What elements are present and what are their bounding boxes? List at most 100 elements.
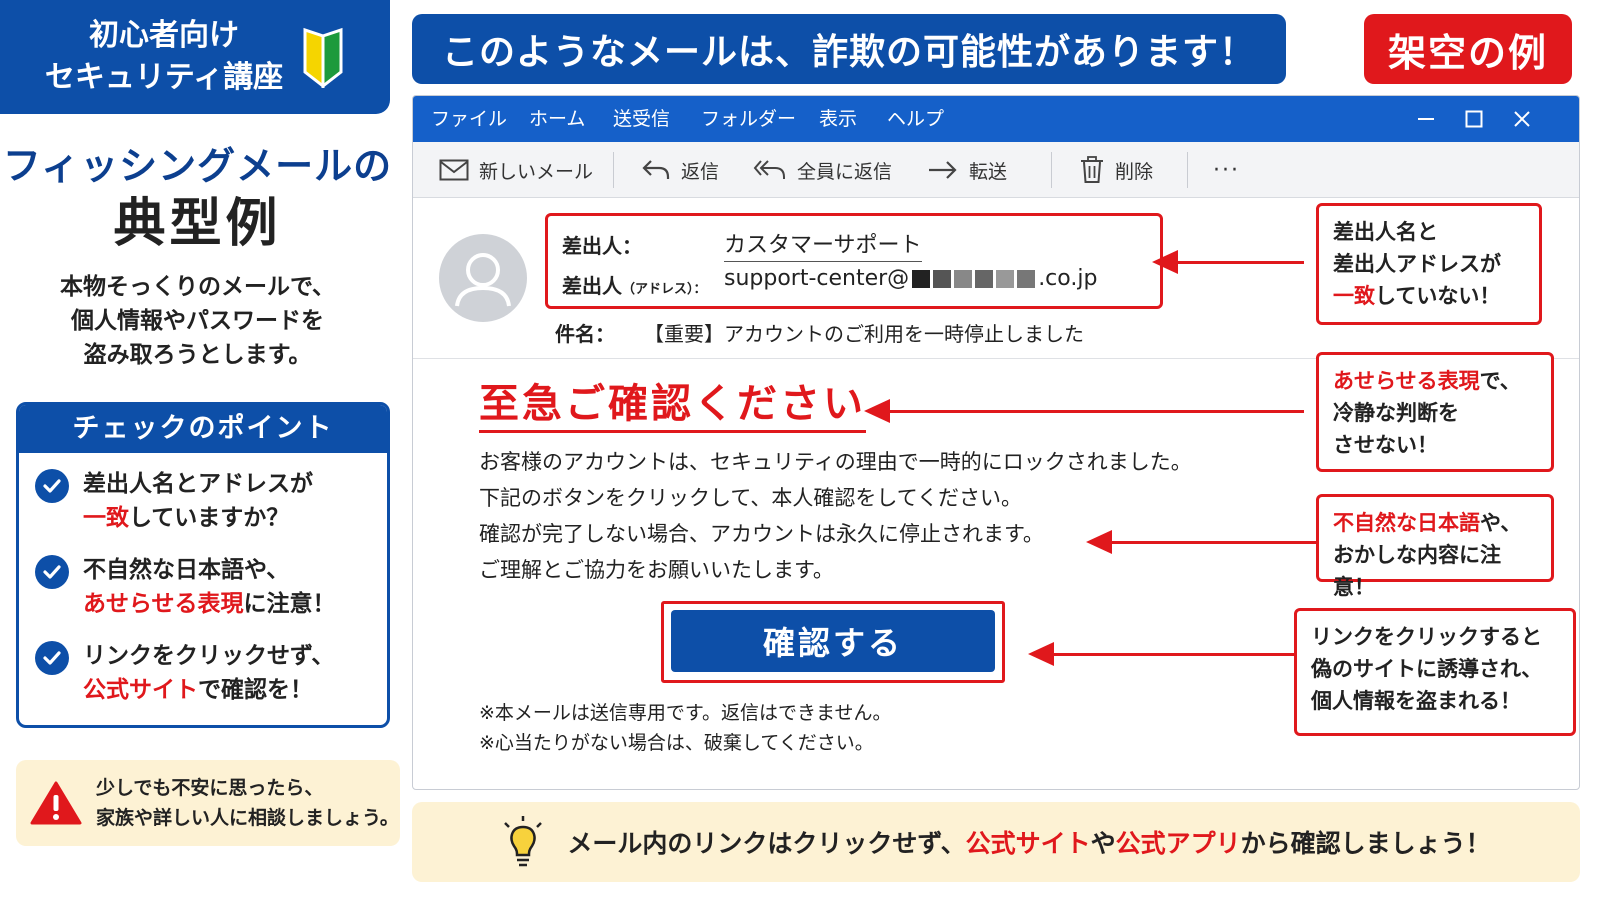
checkpoint-text: していますか？: [129, 505, 290, 531]
reply-icon: [642, 160, 670, 179]
maximize-icon[interactable]: [1457, 102, 1491, 136]
user-avatar-icon: [455, 253, 511, 307]
checkpoint-text: 差出人名とアドレスが: [83, 471, 313, 497]
checkpoint-text: に注意！: [243, 591, 336, 617]
menu-bar: ファイル ホーム 送受信 フォルダー 表示 ヘルプ: [413, 96, 1579, 142]
callout-text: 偽のサイトに誘導され、: [1311, 657, 1543, 681]
delete-button[interactable]: 削除: [1079, 142, 1153, 198]
toolbar-divider: [1051, 152, 1052, 188]
sender-name: カスタマーサポート: [724, 227, 922, 262]
intro-line: 個人情報やパスワードを: [71, 308, 324, 334]
checkpoint-item: 不自然な日本語や、 あせらせる表現に注意！: [35, 553, 336, 621]
bottom-tip-text-mid: や: [1090, 829, 1116, 858]
callout-text: で、: [1479, 369, 1521, 393]
safety-tip: 少しでも不安に思ったら、 家族や詳しい人に相談しましょう。: [16, 760, 400, 846]
bottom-tip: メール内のリンクはクリックせず、公式サイトや公式アプリから確認しましょう！: [412, 802, 1580, 882]
delete-label: 削除: [1115, 160, 1154, 183]
arrow-language-head: [1086, 530, 1112, 554]
callout-fake-link: リンクをクリックすると 偽のサイトに誘導され、 個人情報を盗まれる！: [1294, 608, 1576, 736]
bottom-tip-text: メール内のリンクはクリックせず、公式サイトや公式アプリから確認しましょう！: [567, 824, 1490, 860]
callout-text: 個人情報を盗まれる！: [1311, 689, 1521, 713]
forward-button[interactable]: 転送: [927, 142, 1007, 198]
check-circle-icon: [35, 555, 69, 589]
toolbar-divider: [613, 152, 614, 188]
callout-text: リンクをクリックすると: [1311, 625, 1542, 649]
new-mail-button[interactable]: 新しいメール: [439, 142, 593, 198]
page-title: フィッシングメールの 典型例: [0, 140, 395, 256]
redacted-domain: [912, 269, 1036, 288]
checkpoint-item: 差出人名とアドレスが 一致していますか？: [35, 467, 313, 535]
menu-item-folder[interactable]: フォルダー: [701, 108, 797, 130]
checkpoints-panel: チェックのポイント 差出人名とアドレスが 一致していますか？ 不自然な日本語や、…: [16, 402, 390, 728]
more-options-button[interactable]: ···: [1213, 142, 1240, 198]
note-line: ※心当たりがない場合は、破棄してください。: [479, 732, 874, 754]
intro-line: 盗み取ろうとします。: [83, 342, 312, 368]
arrow-sender: [1172, 261, 1304, 264]
callout-sender-mismatch: 差出人名と 差出人アドレスが 一致していない！: [1316, 203, 1542, 325]
forward-arrow-icon: [929, 161, 957, 179]
callout-highlight: 不自然な日本語: [1333, 511, 1480, 535]
reply-label: 返信: [681, 160, 720, 183]
sender-highlight-box: 差出人： カスタマーサポート 差出人（アドレス）： support-center…: [545, 213, 1163, 309]
address-label: 差出人（アドレス）：: [562, 274, 707, 298]
trash-icon: [1081, 156, 1103, 183]
course-badge-line1: 初心者向け: [88, 18, 239, 53]
menu-item-send-receive[interactable]: 送受信: [613, 108, 671, 130]
callout-text: していない！: [1375, 284, 1501, 308]
beginner-mark-icon: [303, 27, 343, 88]
body-line: ご理解とご協力をお願いいたします。: [479, 558, 834, 582]
safety-tip-line1: 少しでも不安に思ったら、: [96, 777, 324, 799]
arrow-link-head: [1028, 642, 1054, 666]
reply-all-label: 全員に返信: [797, 160, 893, 183]
subject-label: 件名：: [555, 322, 615, 346]
callout-text: 冷静な判断を: [1333, 401, 1459, 425]
toolbar: 新しいメール 返信 全員に返信 転送 削除 ···: [413, 142, 1579, 198]
arrow-urgency-head: [864, 399, 890, 423]
reply-button[interactable]: 返信: [641, 142, 719, 198]
menu-item-view[interactable]: 表示: [819, 108, 858, 130]
avatar: [439, 234, 527, 322]
callout-text: 差出人名と: [1333, 220, 1438, 244]
warning-banner: このようなメールは、詐欺の可能性があります！: [412, 14, 1286, 84]
toolbar-divider: [1187, 152, 1188, 188]
callout-text: や、: [1480, 511, 1522, 535]
lightbulb-icon: [504, 816, 543, 867]
arrow-sender-head: [1152, 250, 1178, 274]
bottom-tip-text-pre: メール内のリンクはクリックせず、: [567, 829, 966, 858]
minimize-icon[interactable]: [1409, 102, 1443, 136]
callout-urgency: あせらせる表現で、 冷静な判断を させない！: [1316, 352, 1554, 472]
checkpoint-highlight: 公式サイト: [83, 677, 198, 703]
checkpoint-highlight: 一致: [83, 505, 129, 531]
callout-unnatural-language: 不自然な日本語や、 おかしな内容に注意！: [1316, 494, 1554, 599]
course-badge-line2: セキュリティ講座: [44, 60, 284, 95]
menu-item-home[interactable]: ホーム: [529, 108, 586, 130]
check-circle-icon: [35, 641, 69, 675]
checkpoint-text: リンクをクリックせず、: [83, 643, 335, 669]
page-title-line2: 典型例: [113, 194, 282, 254]
bottom-tip-text-post: から確認しましょう！: [1240, 829, 1491, 858]
callout-text: おかしな内容に注意！: [1333, 543, 1501, 599]
safety-tip-line2: 家族や詳しい人に相談しましょう。: [96, 807, 399, 829]
close-icon[interactable]: [1505, 102, 1539, 136]
checkpoint-highlight: あせらせる表現: [83, 591, 244, 617]
note-line: ※本メールは送信専用です。返信はできません。: [479, 702, 892, 724]
arrow-urgency: [884, 410, 1304, 413]
menu-item-help[interactable]: ヘルプ: [887, 108, 945, 130]
callout-text: させない！: [1333, 433, 1438, 457]
sender-label: 差出人：: [562, 234, 642, 258]
reply-all-button[interactable]: 全員に返信: [753, 142, 892, 198]
urgent-title: 至急ご確認ください: [479, 378, 866, 433]
checkpoint-item: リンクをクリックせず、 公式サイトで確認を！: [35, 639, 334, 707]
forward-label: 転送: [969, 160, 1008, 183]
bottom-tip-highlight: 公式サイト: [965, 829, 1091, 858]
subject-row: 件名： 【重要】アカウントのご利用を一時停止しました: [555, 318, 1084, 347]
confirm-button[interactable]: 確認する: [671, 610, 995, 672]
subject-text: 【重要】アカウントのご利用を一時停止しました: [643, 322, 1084, 346]
sender-address: support-center@ .co.jp: [724, 266, 1097, 291]
checkpoint-text: で確認を！: [198, 677, 313, 703]
header-divider: [413, 358, 1579, 359]
page-title-line1: フィッシングメールの: [2, 144, 393, 188]
body-line: 確認が完了しない場合、アカウントは永久に停止されます。: [479, 522, 1044, 546]
menu-item-file[interactable]: ファイル: [431, 108, 508, 130]
check-circle-icon: [35, 469, 69, 503]
